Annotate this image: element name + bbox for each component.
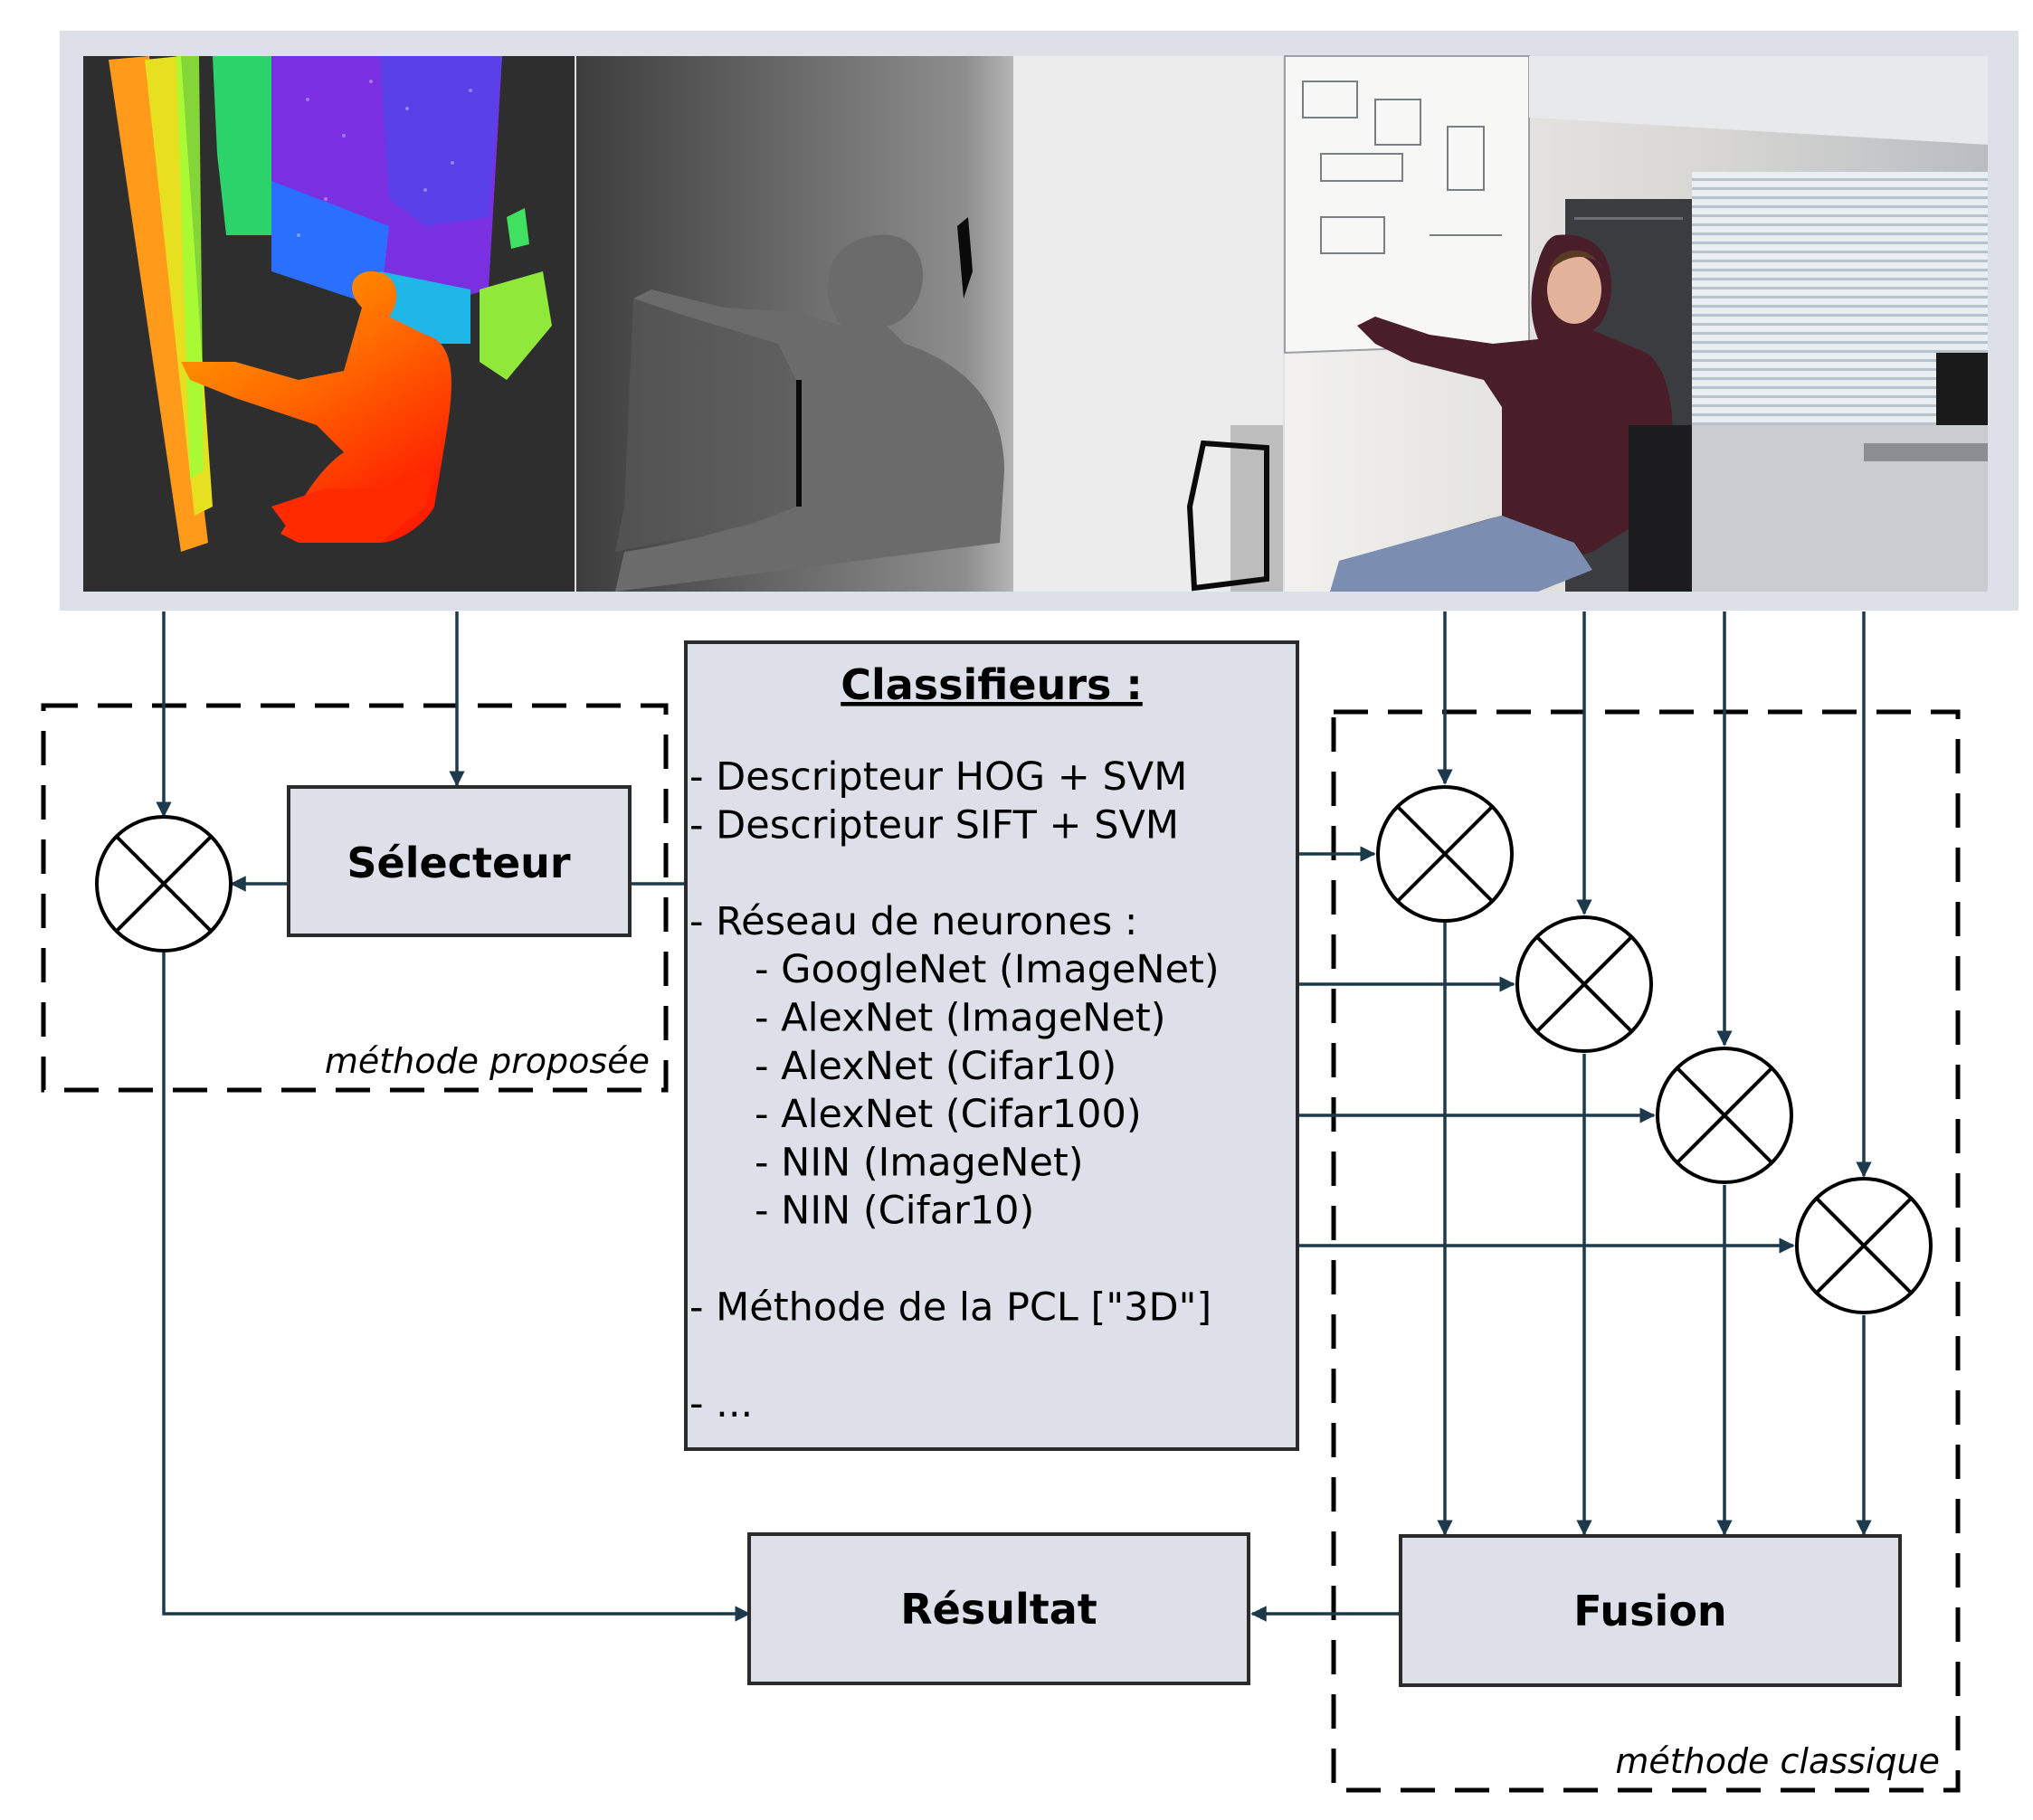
classifier-item: - GoogleNet (ImageNet) [755, 947, 1220, 992]
point-cloud-image [83, 56, 575, 592]
fusion-box [1399, 1534, 1902, 1687]
multiplier-icon-left [95, 815, 233, 953]
arrow-mult-to-result [162, 953, 751, 1622]
multiplier-nodes [95, 785, 1933, 1314]
classifiers-title: Classifieurs : [841, 660, 1143, 709]
connection-lines [156, 611, 1872, 1622]
classifier-item: - NIN (Cifar10) [755, 1189, 1034, 1234]
rgb-photo-image [1284, 55, 1988, 592]
input-images-strip [60, 31, 2019, 611]
classifier-item: - AlexNet (Cifar10) [755, 1044, 1116, 1089]
classifiers-list: - Descripteur HOG + SVM- Descripteur SIF… [689, 754, 1220, 1427]
classifier-item: - NIN (ImageNet) [755, 1140, 1084, 1185]
classifier-item: - Descripteur SIFT + SVM [689, 802, 1179, 848]
result-label: Résultat [900, 1585, 1097, 1634]
multiplier-icon-2 [1515, 915, 1653, 1053]
classifiers-box [684, 640, 1299, 1451]
proposed-method-region [41, 703, 669, 1093]
multiplier-icon-4 [1795, 1177, 1933, 1314]
classifier-item: - ... [689, 1381, 753, 1427]
multiplier-icon-1 [1376, 785, 1514, 923]
depth-map-image [576, 56, 1283, 592]
classic-method-region [1331, 709, 1961, 1793]
classifier-item: - AlexNet (ImageNet) [755, 996, 1166, 1041]
result-box [747, 1532, 1250, 1685]
selector-label: Sélecteur [347, 839, 570, 887]
classifier-item: - Descripteur HOG + SVM [689, 754, 1187, 800]
proposed-method-label: méthode proposée [325, 1041, 650, 1081]
fusion-label: Fusion [1573, 1587, 1726, 1635]
multiplier-icon-3 [1656, 1047, 1793, 1184]
classifier-item: - Méthode de la PCL ["3D"] [689, 1284, 1211, 1330]
classifier-item: - Réseau de neurones : [689, 899, 1137, 944]
classifier-item: - AlexNet (Cifar100) [755, 1092, 1142, 1137]
selector-box [287, 785, 632, 937]
classic-method-label: méthode classique [1615, 1741, 1940, 1781]
